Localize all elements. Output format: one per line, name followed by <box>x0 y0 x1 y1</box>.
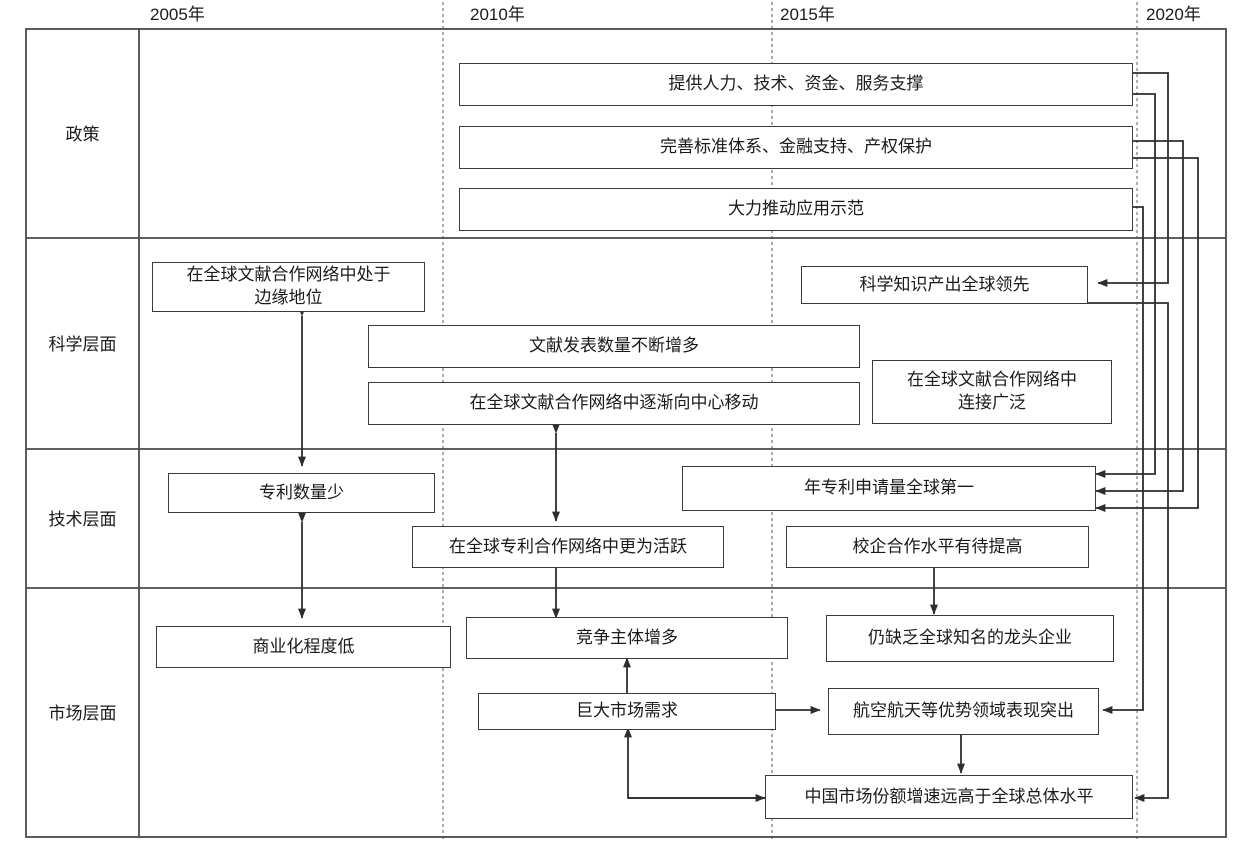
node-market-lacking-leaders[interactable]: 仍缺乏全球知名的龙头企业 <box>826 615 1114 662</box>
node-tech-patent-applications-first[interactable]: 年专利申请量全球第一 <box>682 466 1096 511</box>
tech-market-arrows <box>930 566 965 774</box>
node-science-publications[interactable]: 文献发表数量不断增多 <box>368 325 860 368</box>
node-market-share-growth[interactable]: 中国市场份额增速远高于全球总体水平 <box>765 775 1133 819</box>
node-policy-demonstration[interactable]: 大力推动应用示范 <box>459 188 1133 231</box>
node-text: 专利数量少 <box>259 482 344 502</box>
node-tech-patent-network-active[interactable]: 在全球专利合作网络中更为活跃 <box>412 526 724 568</box>
node-text: 科学知识产出全球领先 <box>859 274 1030 294</box>
year-label-2020: 2020年 <box>1146 5 1201 24</box>
row-label-policy: 政策 <box>65 125 100 144</box>
node-text: 大力推动应用示范 <box>728 199 864 219</box>
node-text: 提供人力、技术、资金、服务支撑 <box>668 74 924 94</box>
row-label-market: 市场层面 <box>48 704 117 723</box>
node-tech-few-patents[interactable]: 专利数量少 <box>168 473 435 513</box>
node-text: 巨大市场需求 <box>576 701 678 721</box>
node-text: 在全球文献合作网络中逐渐向中心移动 <box>469 393 759 413</box>
node-text-line1: 在全球文献合作网络中处于 <box>186 265 391 285</box>
year-label-2005: 2005年 <box>150 5 205 24</box>
node-tech-university-industry[interactable]: 校企合作水平有待提高 <box>786 526 1089 568</box>
node-text: 在全球专利合作网络中更为活跃 <box>449 536 687 556</box>
node-text: 中国市场份额增速远高于全球总体水平 <box>804 786 1094 806</box>
node-policy-support[interactable]: 提供人力、技术、资金、服务支撑 <box>459 63 1133 106</box>
node-market-more-competitors[interactable]: 竞争主体增多 <box>466 617 788 659</box>
node-science-peripheral[interactable]: 在全球文献合作网络中处于 边缘地位 <box>152 262 425 312</box>
market-internal-arrows <box>623 657 821 802</box>
node-text: 文献发表数量不断增多 <box>529 336 699 356</box>
node-text: 仍缺乏全球知名的龙头企业 <box>868 628 1072 648</box>
node-science-broad-links[interactable]: 在全球文献合作网络中 连接广泛 <box>872 360 1112 424</box>
node-text: 商业化程度低 <box>252 636 355 656</box>
node-policy-standards[interactable]: 完善标准体系、金融支持、产权保护 <box>459 126 1133 169</box>
grid-frame <box>25 28 1227 838</box>
node-text: 校企合作水平有待提高 <box>852 536 1023 556</box>
node-market-huge-demand[interactable]: 巨大市场需求 <box>478 693 776 730</box>
node-text-line2: 连接广泛 <box>958 393 1026 412</box>
node-text: 竞争主体增多 <box>576 627 678 647</box>
node-text: 年专利申请量全球第一 <box>804 478 974 498</box>
policy-connectors <box>1087 72 1199 802</box>
node-science-global-leading[interactable]: 科学知识产出全球领先 <box>801 266 1088 304</box>
node-market-aerospace-strength[interactable]: 航空航天等优势领域表现突出 <box>828 688 1099 735</box>
year-label-2015: 2015年 <box>780 5 835 24</box>
row-label-science: 科学层面 <box>48 335 117 354</box>
node-text: 航空航天等优势领域表现突出 <box>853 701 1074 721</box>
node-text-line2: 边缘地位 <box>254 288 323 307</box>
node-science-toward-center[interactable]: 在全球文献合作网络中逐渐向中心移动 <box>368 382 860 425</box>
year-label-2010: 2010年 <box>470 5 525 24</box>
node-text-line1: 在全球文献合作网络中 <box>907 370 1077 390</box>
node-text: 完善标准体系、金融支持、产权保护 <box>660 137 932 157</box>
node-market-low-commercialization[interactable]: 商业化程度低 <box>156 626 451 668</box>
row-label-technology: 技术层面 <box>48 510 117 529</box>
